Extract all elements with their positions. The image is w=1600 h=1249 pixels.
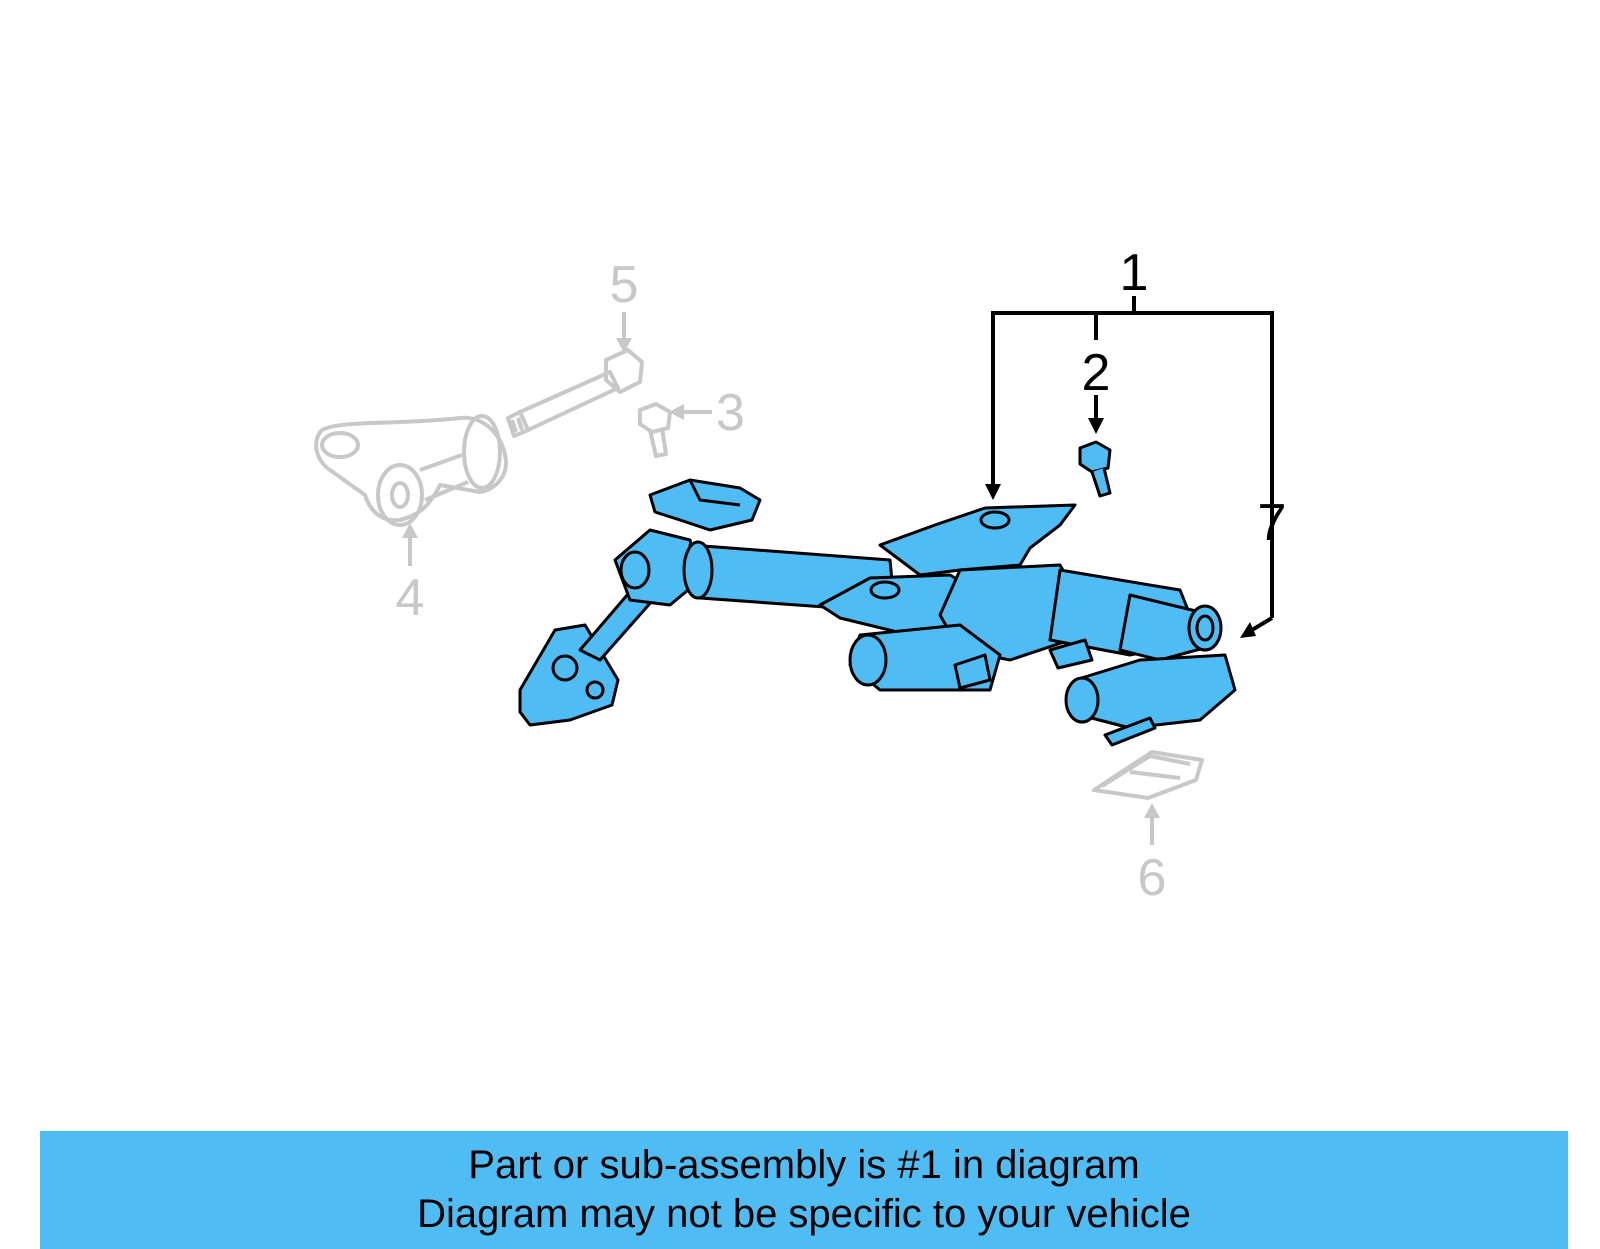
callout-arrow-3 bbox=[669, 404, 712, 420]
callout-label-7: 7 bbox=[1258, 494, 1287, 552]
callout-leaders bbox=[991, 296, 1274, 632]
ignition-housing bbox=[1073, 653, 1237, 730]
part-5-bolt bbox=[506, 348, 644, 438]
part-1-steering-column bbox=[518, 478, 1237, 747]
callout-label-3: 3 bbox=[716, 384, 745, 442]
parts-diagram: 1 2 3 4 5 6 7 bbox=[314, 244, 1287, 907]
callout-arrow-5 bbox=[616, 312, 632, 353]
banner-line-2: Diagram may not be specific to your vehi… bbox=[417, 1192, 1191, 1236]
info-banner: Part or sub-assembly is #1 in diagram Di… bbox=[40, 1131, 1568, 1249]
center-bracket bbox=[878, 503, 1077, 577]
callout-label-2: 2 bbox=[1082, 344, 1111, 402]
callout-label-1: 1 bbox=[1120, 244, 1149, 302]
part-6-plate bbox=[1092, 750, 1204, 800]
part-3-bolt bbox=[638, 402, 672, 458]
callout-label-5: 5 bbox=[610, 256, 639, 314]
callout-arrow-6 bbox=[1144, 803, 1160, 845]
part-4-bracket bbox=[314, 414, 508, 527]
callout-label-6: 6 bbox=[1138, 849, 1167, 907]
banner-line-1: Part or sub-assembly is #1 in diagram bbox=[468, 1143, 1140, 1187]
callout-arrowheads bbox=[985, 418, 1256, 638]
callout-arrow-4 bbox=[402, 523, 418, 566]
callout-label-4: 4 bbox=[396, 569, 425, 627]
part-2-bolt bbox=[1078, 440, 1112, 498]
